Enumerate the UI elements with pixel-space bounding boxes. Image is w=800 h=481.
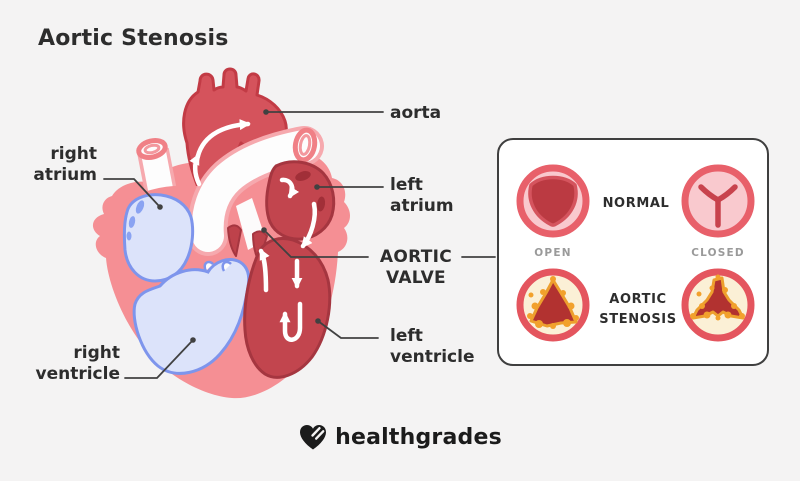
- left-atrium-chamber: [265, 160, 336, 241]
- closed-label: CLOSED: [678, 247, 758, 259]
- label-right-ventricle: right ventricle: [36, 343, 121, 385]
- label-aortic-valve: AORTIC VALVE: [374, 247, 458, 289]
- label-connectors: [103, 109, 496, 379]
- label-left-atrium: left atrium: [390, 175, 454, 217]
- label-line: OPEN: [534, 247, 572, 259]
- label-line: CLOSED: [691, 247, 745, 259]
- brand-name: healthgrades: [335, 424, 502, 450]
- label-line: atrium: [390, 196, 454, 216]
- blood-flow-arrows: [189, 119, 317, 342]
- pulmonary-artery-vessel: [187, 126, 324, 256]
- open-label: OPEN: [513, 247, 593, 259]
- stenotic-open-valve-icon: [516, 268, 590, 342]
- label-line: STENOSIS: [599, 312, 677, 327]
- label-left-ventricle: left ventricle: [390, 326, 475, 368]
- label-line: AORTIC: [379, 247, 453, 267]
- label-line: VALVE: [386, 268, 446, 288]
- left-ventricle-chamber: [243, 236, 332, 379]
- label-line: left: [390, 175, 423, 195]
- right-ventricle-chamber: [132, 258, 251, 375]
- label-right-atrium: right atrium: [33, 144, 97, 186]
- normal-label: NORMAL: [596, 194, 676, 214]
- label-line: atrium: [33, 165, 97, 185]
- label-aorta: aorta: [390, 103, 441, 124]
- aortic-valve-region: [227, 198, 268, 263]
- label-line: right: [73, 343, 120, 363]
- label-line: ventricle: [390, 347, 475, 367]
- label-line: NORMAL: [602, 196, 670, 211]
- valve-comparison-panel: NORMAL OPEN CLOSED: [497, 138, 769, 366]
- healthgrades-heart-icon: [300, 424, 327, 449]
- normal-closed-valve-icon: [681, 164, 755, 238]
- label-line: right: [50, 144, 97, 164]
- brand-footer: healthgrades: [0, 419, 800, 455]
- label-line: aorta: [390, 103, 442, 123]
- right-atrium-chamber: [122, 193, 195, 283]
- label-line: ventricle: [35, 364, 121, 384]
- aortic-stenosis-label: AORTIC STENOSIS: [586, 290, 690, 330]
- normal-open-valve-icon: [516, 164, 590, 238]
- stenotic-closed-valve-icon: [681, 268, 755, 342]
- label-line: AORTIC: [609, 292, 667, 307]
- label-line: left: [390, 326, 423, 346]
- page-title: Aortic Stenosis: [38, 26, 229, 51]
